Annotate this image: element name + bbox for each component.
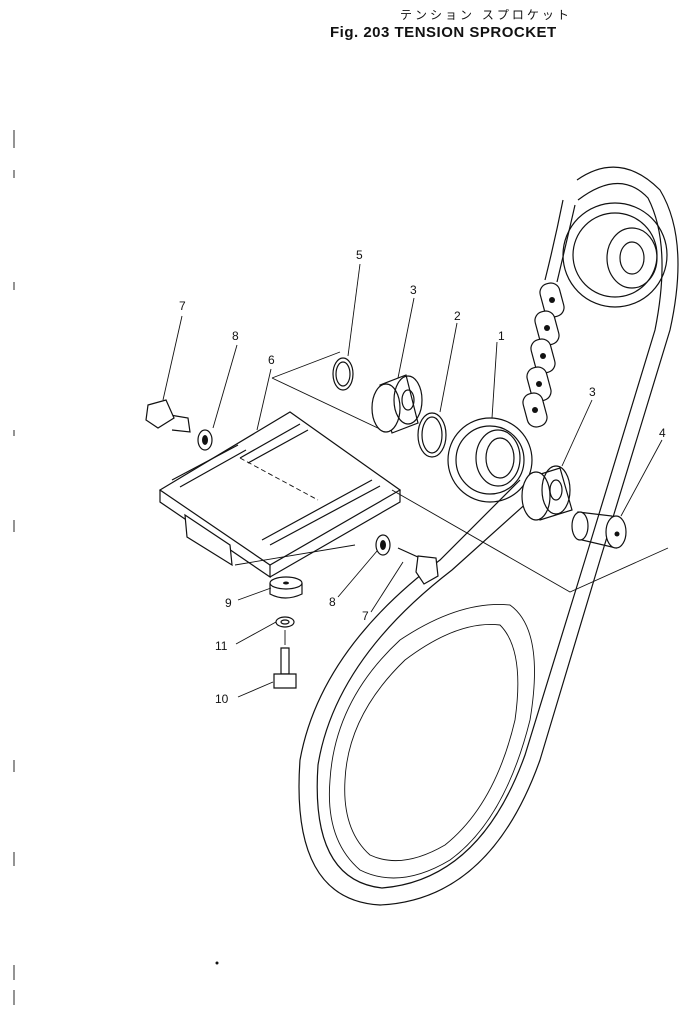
callout-3-upper: 3: [410, 283, 417, 297]
callout-6: 6: [268, 353, 275, 367]
callout-5: 5: [356, 248, 363, 262]
callout-9: 9: [225, 596, 232, 610]
bearing-part-lower: [521, 465, 573, 521]
tension-sprocket-part: [447, 417, 533, 503]
washer-part-upper: [197, 429, 213, 451]
callout-3-lower: 3: [589, 385, 596, 399]
snap-ring-part: [417, 412, 447, 458]
callout-1: 1: [498, 329, 505, 343]
bolt-part-bottom: [273, 630, 297, 689]
callout-8-upper: 8: [232, 329, 239, 343]
upper-sprocket: [562, 202, 668, 308]
callout-7-upper: 7: [179, 299, 186, 313]
bracket-plate-part: [158, 411, 402, 579]
bolt-part-upper: [145, 399, 191, 433]
bearing-part-upper: [371, 374, 423, 434]
figure-title-japanese: テンション スプロケット: [400, 8, 572, 22]
bolt-part-lower: [397, 547, 439, 585]
binding-marks: [13, 130, 219, 1005]
roller-chain: [522, 282, 565, 428]
callout-2: 2: [454, 309, 461, 323]
callout-11: 11: [215, 639, 228, 653]
drive-chain-loop: [298, 166, 679, 906]
callout-10: 10: [215, 692, 229, 706]
callout-8-lower: 8: [329, 595, 336, 609]
leader-lines: [162, 263, 663, 698]
spacer-part: [269, 576, 303, 599]
callout-labels: 1 2 3 3 4 5 6 7 7 8 8 9 10 11: [179, 248, 666, 706]
small-snap-ring-part: [332, 357, 354, 391]
callout-7-lower: 7: [362, 609, 369, 623]
callout-4: 4: [659, 426, 666, 440]
assembly-plane: [234, 351, 669, 593]
washer-part-lower: [375, 534, 391, 556]
shaft-collar-part: [571, 511, 627, 549]
lower-sprocket-teeth: [328, 604, 535, 879]
lock-washer-part: [275, 616, 295, 628]
figure-title: Fig. 203 TENSION SPROCKET: [330, 24, 557, 41]
